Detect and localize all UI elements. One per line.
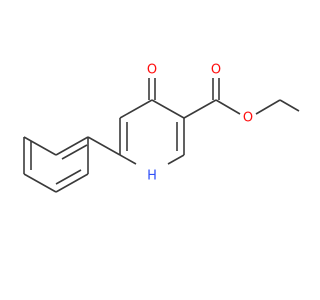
oxo-oxygen-label: O xyxy=(147,63,157,78)
canvas-background xyxy=(0,0,300,300)
bond-ester-c-o-single xyxy=(215,99,241,115)
ester-oxygen-label: O xyxy=(243,111,253,126)
bond-c6-n1 xyxy=(167,154,185,165)
bond-n1-c2 xyxy=(119,154,137,165)
phenyl-bond-2 xyxy=(23,136,57,156)
ring-nh-label: H xyxy=(147,169,157,184)
bond-c5-ester-c xyxy=(183,99,217,119)
ethyl-ester-group: O O xyxy=(183,63,300,126)
carbonyl-oxygen-label: O xyxy=(211,63,221,78)
phenyl-bond-1 xyxy=(55,136,89,156)
bond-c3-c4 xyxy=(119,99,153,119)
phenyl-ring xyxy=(23,136,121,193)
phenyl-bond-5 xyxy=(55,173,89,193)
phenyl-bond-1-inner xyxy=(61,144,88,160)
ring-carbonyl: O xyxy=(147,63,157,100)
phenyl-bond-5-inner xyxy=(55,169,82,185)
bond-ch2-ch3 xyxy=(279,99,300,112)
bond-o-ch2 xyxy=(255,99,281,115)
chemical-structure: O O O H xyxy=(0,0,300,300)
bond-c2-phenyl xyxy=(87,136,121,156)
bond-c4-c5 xyxy=(151,99,185,119)
pyridinone-ring xyxy=(119,99,185,165)
phenyl-bond-4 xyxy=(23,173,57,193)
